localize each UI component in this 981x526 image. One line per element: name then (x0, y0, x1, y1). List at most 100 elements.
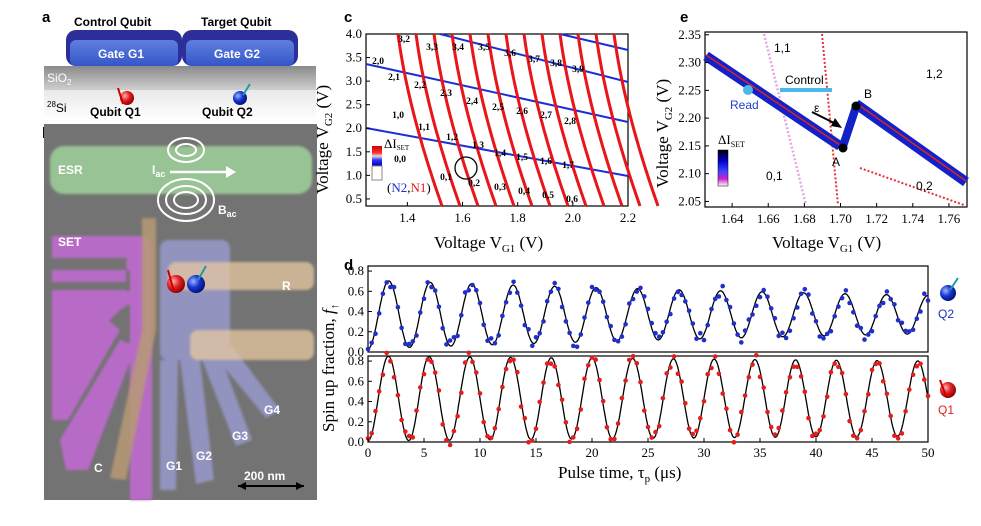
data-point (451, 428, 457, 434)
y-tick-label: 1.0 (346, 167, 362, 182)
data-point (432, 370, 438, 375)
data-point (612, 436, 617, 442)
data-point (780, 408, 785, 413)
occupancy-label: 2,6 (516, 107, 528, 117)
data-point (642, 408, 647, 413)
q2-sem-arrow (197, 265, 207, 281)
data-point (925, 393, 931, 399)
data-point (899, 431, 905, 436)
data-point (914, 364, 920, 369)
data-point (880, 378, 886, 384)
data-point (593, 287, 598, 293)
data-point (761, 385, 766, 390)
point-a (838, 143, 848, 153)
bac-label: Bac (218, 203, 237, 219)
data-point (481, 322, 487, 328)
data-point (403, 429, 408, 434)
data-point (474, 370, 479, 375)
data-point (429, 359, 434, 365)
panel-e: e Read Control ε A B 1,1 1,2 0,1 0,2 ΔIS… (653, 9, 969, 255)
n1-transition-line (468, 33, 516, 207)
data-point (742, 393, 748, 398)
data-point (466, 350, 472, 356)
occupancy-label: 0,0 (394, 155, 406, 165)
data-point (421, 371, 427, 377)
y-tick-label: 2.10 (678, 166, 701, 181)
data-point (765, 294, 770, 300)
occupancy-label: 3,2 (398, 35, 410, 45)
data-point (907, 329, 912, 334)
data-point (675, 289, 681, 295)
data-point (716, 371, 722, 377)
data-point (754, 353, 759, 358)
y-ticks-d: 0.80.60.40.20.00.80.60.40.20.0 (348, 263, 372, 449)
data-point (462, 290, 468, 295)
control-qubit-label: Control Qubit (74, 15, 151, 29)
data-point (593, 357, 598, 362)
qubit-q1-spin (120, 91, 134, 105)
data-point (388, 284, 393, 290)
y-tick-label: 1.5 (346, 144, 362, 159)
data-point (451, 335, 457, 340)
occupancy-label: 0,4 (518, 187, 530, 197)
occupancy-label: 0,5 (542, 191, 554, 201)
data-point (802, 286, 808, 292)
x-tick-label: 2.0 (565, 210, 581, 225)
data-point (884, 391, 890, 397)
data-point (526, 327, 531, 332)
x-tick-label: 1.8 (510, 210, 526, 225)
data-point (406, 341, 412, 347)
highlight-circle (454, 156, 478, 180)
data-point (854, 436, 860, 441)
data-point (772, 432, 778, 437)
data-point (537, 399, 542, 405)
colorbar-e (717, 149, 729, 187)
n1-transition-line (522, 33, 570, 207)
y-tick-label: 3.5 (346, 50, 362, 65)
gate-g2 (186, 40, 294, 66)
occupancy-label: 2,3 (440, 89, 452, 99)
esr-antenna (50, 146, 312, 194)
occupancy-label: 0,2 (468, 179, 480, 189)
data-point (798, 291, 804, 297)
data-point (903, 328, 908, 334)
point-b-label: B (864, 87, 872, 101)
set-label: SET (58, 235, 82, 249)
data-point (709, 365, 714, 371)
y-tick-label: 0.0 (348, 344, 364, 359)
data-point (694, 428, 699, 434)
data-point (369, 340, 375, 346)
data-point (615, 339, 621, 344)
gate-r-label: R (282, 279, 291, 293)
data-point (656, 334, 662, 340)
data-point (698, 330, 703, 336)
data-point (817, 334, 822, 339)
x-tick-label: 20 (586, 445, 599, 460)
data-point (530, 438, 535, 443)
data-point (895, 436, 901, 441)
x-tick-label: 1.76 (938, 211, 961, 226)
legend-c-n2n1: (N2,N1) (387, 180, 431, 195)
data-point (750, 312, 755, 317)
data-point (768, 424, 774, 430)
data-point (627, 301, 632, 306)
data-point (746, 317, 752, 322)
y-tick-label: 0.2 (348, 324, 364, 339)
data-point (735, 432, 740, 438)
data-point (824, 331, 830, 337)
data-point (922, 291, 927, 297)
data-point (518, 303, 524, 308)
y-tick-label: 3.0 (346, 73, 362, 88)
data-point (806, 415, 811, 421)
esr-label: ESR (58, 163, 83, 177)
data-point (686, 308, 692, 314)
data-point (455, 333, 460, 339)
data-point (365, 346, 371, 352)
data-point (470, 359, 475, 365)
data-point (899, 320, 905, 326)
data-point (649, 320, 654, 326)
zoom-lines (703, 33, 969, 206)
data-point (526, 440, 531, 445)
data-point (802, 389, 808, 395)
